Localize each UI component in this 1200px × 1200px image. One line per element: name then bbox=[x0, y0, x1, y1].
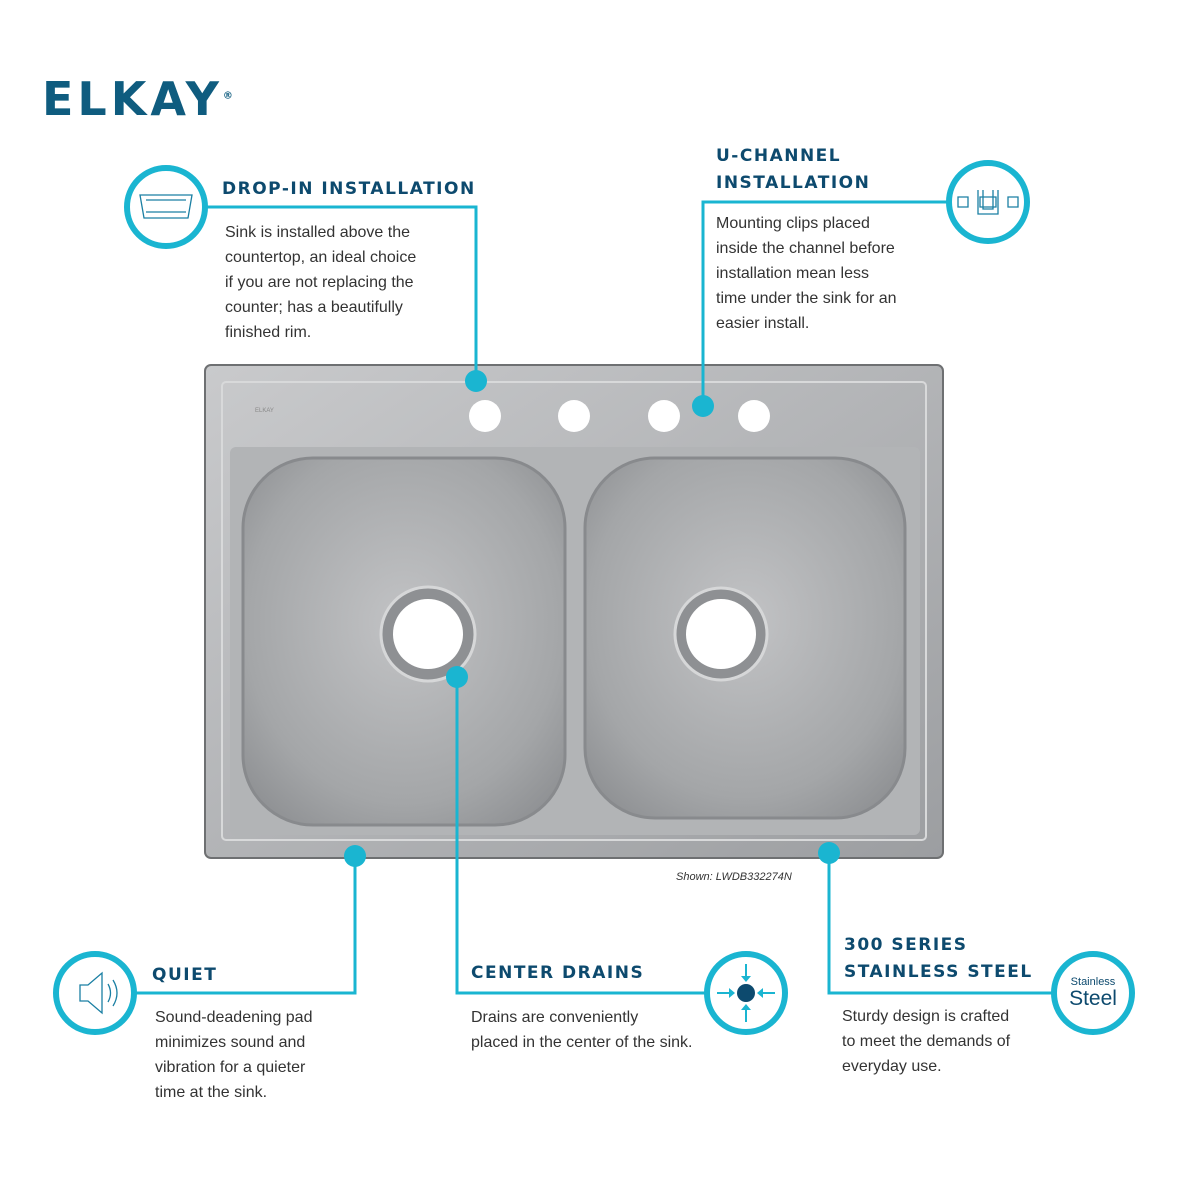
stainless-steel-icon bbox=[1051, 951, 1135, 1035]
speaker-icon bbox=[53, 951, 137, 1035]
stainless-steel-label: Stainless Steel bbox=[1069, 976, 1117, 1010]
model-caption: Shown: LWDB332274N bbox=[676, 871, 792, 883]
sink-stamp: ELKAY bbox=[255, 408, 274, 414]
center-drain-glyph bbox=[717, 964, 775, 1022]
center-drains-title: CENTER DRAINS bbox=[471, 963, 645, 983]
drop-in-title: DROP-IN INSTALLATION bbox=[222, 179, 476, 199]
u-channel-icon bbox=[946, 160, 1030, 244]
elkay-logo: ELKAY® bbox=[42, 72, 233, 126]
drop-in-sink-icon bbox=[124, 165, 208, 249]
callout-lines bbox=[135, 200, 1053, 995]
sink-image bbox=[204, 364, 944, 859]
callout-dots bbox=[344, 370, 840, 867]
quiet-title: QUIET bbox=[152, 965, 218, 985]
